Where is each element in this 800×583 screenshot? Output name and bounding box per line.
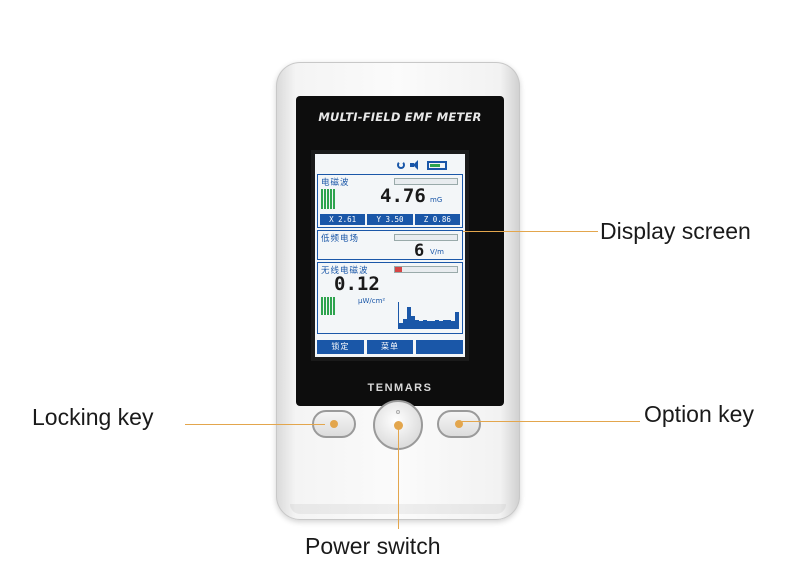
locking-key-marker — [330, 420, 338, 428]
power-switch-callout: Power switch — [305, 533, 441, 559]
softkey-menu: 菜单 — [366, 340, 414, 354]
power-icon — [397, 161, 405, 169]
display-screen-leader — [463, 231, 598, 232]
electric-value: 6 — [414, 241, 425, 261]
rf-spectrum-graph — [398, 302, 459, 329]
rf-field-label: 无线电磁波 — [321, 266, 369, 276]
power-switch-leader — [398, 429, 399, 529]
option-key-callout: Option key — [644, 401, 754, 427]
model-label: MULTI-FIELD EMF METER — [318, 110, 482, 124]
locking-key-leader — [185, 424, 325, 425]
electric-field-panel: 低频电场 6 V/m — [317, 230, 463, 261]
rf-value: 0.12 — [334, 273, 380, 295]
magnetic-unit: mG — [430, 196, 443, 204]
option-key-marker — [455, 420, 463, 428]
magnetic-field-label: 电磁波 — [321, 178, 350, 188]
battery-icon — [427, 160, 447, 170]
option-key-leader — [462, 421, 640, 422]
locking-key-callout: Locking key — [32, 404, 154, 430]
softkey-lock: 锁定 — [317, 340, 364, 354]
magnetic-level-bar — [394, 178, 458, 185]
y-axis-readout: Y 3.50 — [367, 214, 413, 225]
display-screen-callout: Display screen — [600, 218, 751, 244]
rf-level-indicator — [321, 297, 335, 315]
display-bezel: MULTI-FIELD EMF METER 电磁波 4.76 mG — [296, 96, 504, 406]
rf-field-panel: 无线电磁波 0.12 μW/cm² — [317, 262, 463, 334]
brand-logo: TENMARS — [367, 382, 433, 394]
z-axis-readout: Z 0.86 — [414, 214, 460, 225]
magnetic-field-panel: 电磁波 4.76 mG X 2.61 Y 3.50 Z 0.86 — [317, 174, 463, 228]
softkey-bar: 锁定 菜单 — [317, 340, 464, 354]
option-key-button[interactable] — [437, 410, 481, 438]
speaker-icon — [410, 160, 422, 170]
softkey-blank — [416, 340, 464, 354]
display-screen: 电磁波 4.76 mG X 2.61 Y 3.50 Z 0.86 低频电场 — [311, 150, 469, 361]
emf-meter-device: MULTI-FIELD EMF METER 电磁波 4.76 mG — [276, 62, 520, 520]
power-icon — [396, 410, 400, 414]
status-bar — [397, 159, 447, 171]
power-switch-marker — [394, 421, 403, 430]
electric-field-label: 低频电场 — [321, 234, 360, 244]
rf-level-bar — [394, 266, 458, 273]
electric-unit: V/m — [430, 248, 444, 256]
axis-readouts: X 2.61 Y 3.50 Z 0.86 — [320, 214, 460, 225]
x-axis-readout: X 2.61 — [320, 214, 366, 225]
electric-level-bar — [394, 234, 458, 241]
magnetic-value: 4.76 — [380, 185, 426, 207]
magnetic-level-indicator — [321, 189, 335, 209]
rf-unit: μW/cm² — [358, 297, 386, 305]
